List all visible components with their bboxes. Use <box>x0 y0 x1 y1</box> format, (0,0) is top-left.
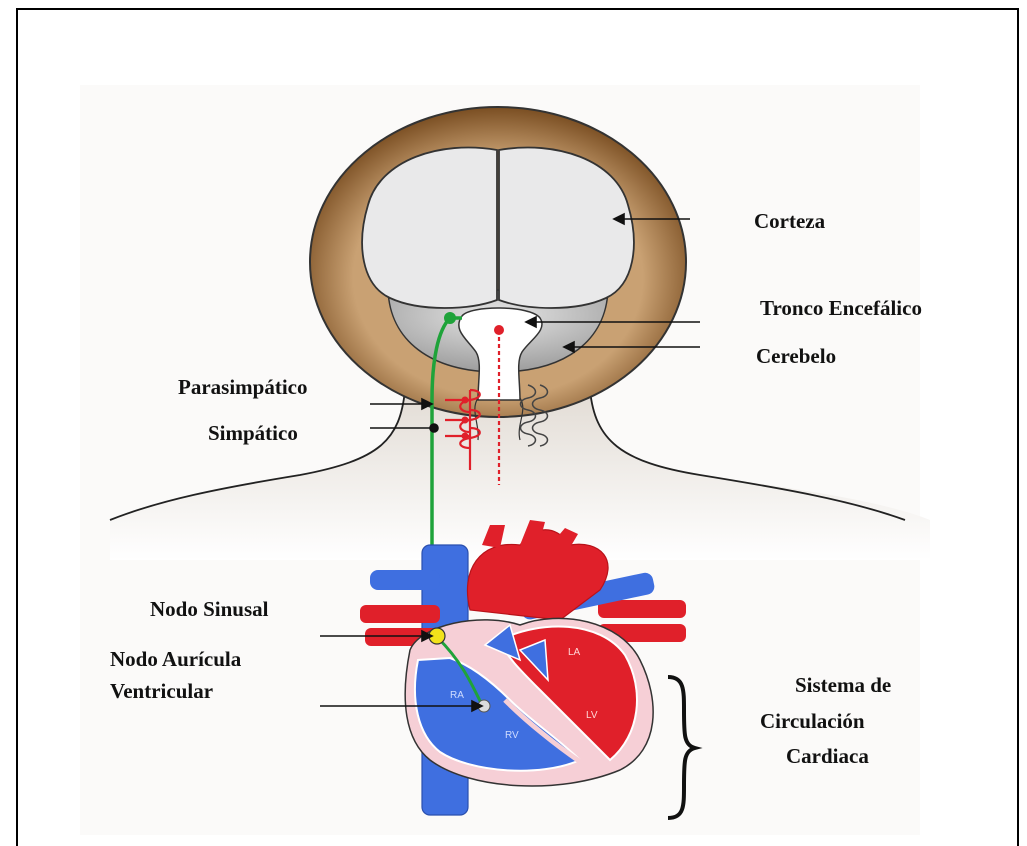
pulmonary-artery-left <box>370 570 440 590</box>
pulmonary-vein-right-1 <box>598 600 686 618</box>
label-ra: RA <box>450 690 464 701</box>
label-lv: LV <box>586 710 598 721</box>
label-rv: RV <box>505 730 519 741</box>
label-corteza: Corteza <box>754 209 826 233</box>
label-sistema-de: Sistema de <box>795 673 891 697</box>
label-simpatico: Simpático <box>208 421 298 445</box>
label-ventricular: Ventricular <box>110 679 213 703</box>
label-tronco-encefalico: Tronco Encefálico <box>760 296 922 320</box>
sympathetic-nucleus <box>494 325 504 335</box>
label-la: LA <box>568 647 581 658</box>
label-circulacion: Circulación <box>760 709 865 733</box>
vagal-nucleus <box>444 312 456 324</box>
label-cerebelo: Cerebelo <box>756 344 836 368</box>
label-cardiaca: Cardiaca <box>786 744 869 768</box>
pulmonary-vein-left-1 <box>360 605 440 623</box>
label-parasimpatico: Parasimpático <box>178 375 307 399</box>
label-nodo-auricula: Nodo Aurícula <box>110 647 242 671</box>
label-nodo-sinusal: Nodo Sinusal <box>150 597 269 621</box>
